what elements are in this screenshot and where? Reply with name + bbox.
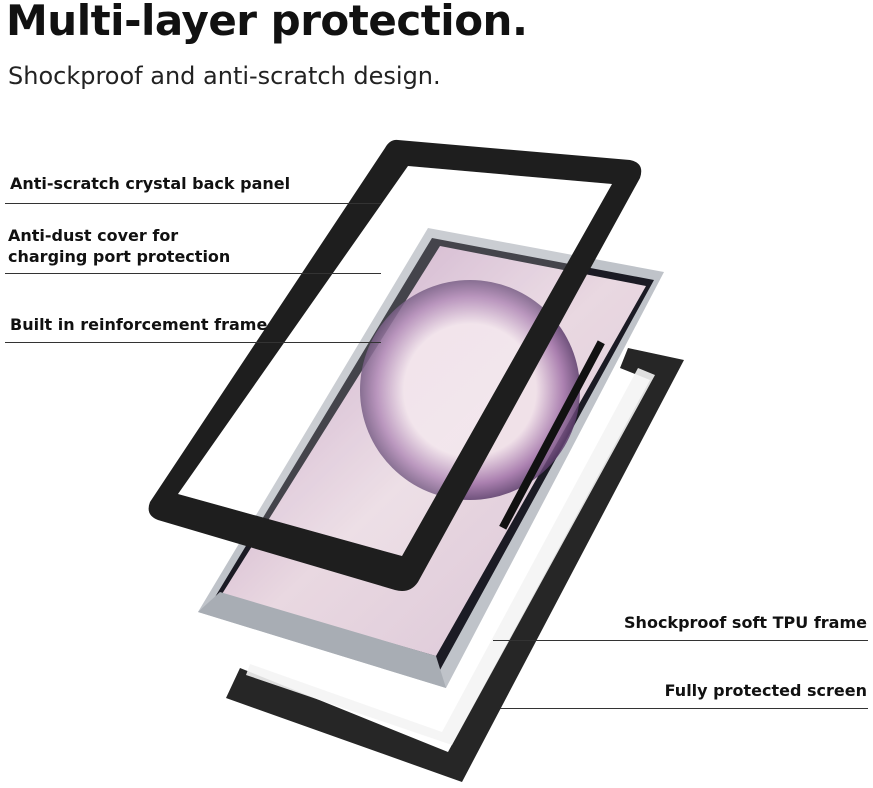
callout-screen-protection: Fully protected screen	[664, 681, 867, 700]
callout-tpu-frame: Shockproof soft TPU frame	[624, 613, 867, 632]
callout-line	[5, 203, 381, 204]
callout-line	[5, 342, 381, 343]
callout-line	[5, 273, 381, 274]
callout-reinforcement-frame: Built in reinforcement frame	[10, 315, 268, 334]
callout-line	[500, 708, 868, 709]
callout-line	[493, 640, 868, 641]
callout-dust-cover-line2: charging port protection	[8, 247, 231, 266]
callout-back-panel: Anti-scratch crystal back panel	[10, 174, 291, 193]
callout-dust-cover-line1: Anti-dust cover for	[8, 226, 179, 245]
top-protective-frame	[148, 139, 642, 591]
headline: Multi-layer protection.	[6, 0, 528, 45]
subheadline: Shockproof and anti-scratch design.	[8, 62, 441, 90]
